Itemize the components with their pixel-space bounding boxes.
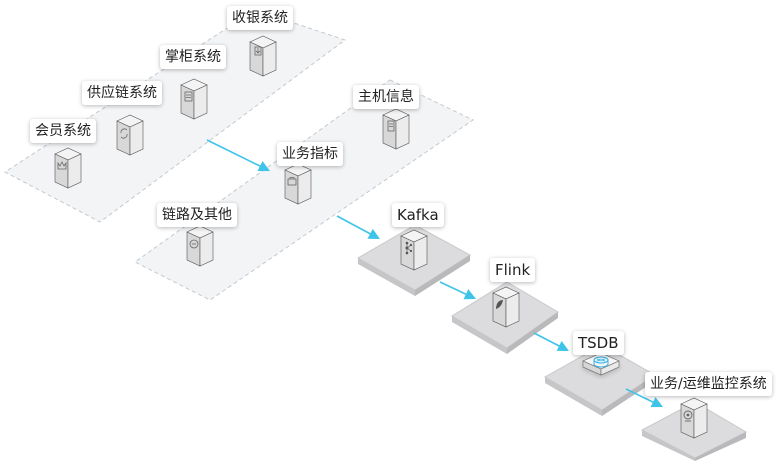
arrow-kafka-to-flink bbox=[439, 281, 477, 300]
flow-arrows bbox=[206, 139, 664, 408]
node-label-biz: 业务指标 bbox=[277, 142, 343, 166]
node-label-pos: 收银系统 bbox=[227, 6, 293, 30]
tsdb-box bbox=[582, 352, 620, 376]
node-label-kafka: Kafka bbox=[392, 203, 444, 227]
arrow-flink-to-tsdb bbox=[533, 332, 569, 352]
flink-server bbox=[492, 286, 520, 328]
node-label-supply: 供应链系统 bbox=[82, 81, 162, 105]
node-label-shopowner: 掌柜系统 bbox=[160, 45, 226, 69]
arrow-sources-to-metrics bbox=[206, 139, 271, 172]
supply-server bbox=[116, 114, 144, 156]
node-label-host: 主机信息 bbox=[353, 85, 419, 109]
monitor-icon bbox=[683, 410, 693, 422]
monitor-server bbox=[680, 397, 708, 439]
node-label-tsdb: TSDB bbox=[573, 331, 624, 355]
link-icon bbox=[189, 239, 199, 249]
database-icon bbox=[593, 356, 609, 368]
crown-icon bbox=[57, 161, 67, 170]
arrow-metrics-to-kafka bbox=[336, 215, 380, 240]
flink-icon bbox=[496, 300, 503, 309]
pos-server bbox=[249, 35, 277, 77]
arrow-tsdb-to-monitor bbox=[625, 388, 664, 408]
node-label-member: 会员系统 bbox=[30, 119, 96, 143]
node-label-monitor: 业务/运维监控系统 bbox=[645, 372, 772, 396]
download-icon bbox=[254, 46, 262, 56]
server-icon bbox=[387, 120, 395, 132]
shopowner-server bbox=[180, 78, 208, 120]
list-icon bbox=[184, 91, 193, 102]
biz-server bbox=[284, 163, 312, 205]
tsdb-platform bbox=[543, 344, 656, 416]
trace-server bbox=[186, 225, 214, 267]
kafka-icon bbox=[405, 241, 413, 255]
member-server bbox=[54, 147, 82, 189]
kafka-server bbox=[400, 229, 428, 271]
host-server bbox=[382, 108, 410, 150]
refresh-icon bbox=[120, 128, 128, 139]
node-label-flink: Flink bbox=[490, 258, 536, 282]
briefcase-icon bbox=[287, 177, 297, 186]
node-label-trace: 链路及其他 bbox=[157, 203, 237, 227]
